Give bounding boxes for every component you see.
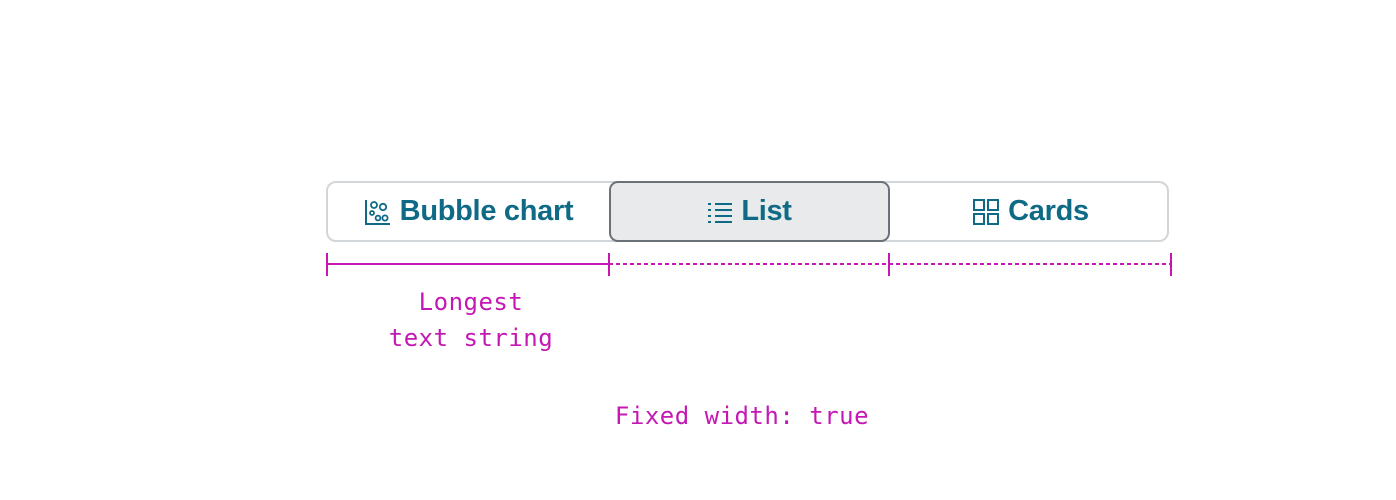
fixed-width-annotation: Fixed width: true [614, 402, 870, 430]
segment-label-bubble-chart: Bubble chart [399, 195, 574, 227]
longest-line-1: Longest [418, 288, 524, 316]
width-annotation-ruler [326, 252, 1172, 278]
cards-grid-icon [972, 198, 1000, 226]
segment-bubble-chart[interactable]: Bubble chart [328, 183, 609, 240]
segment-label-list: List [741, 195, 792, 227]
longest-line-2: text string [388, 324, 554, 352]
segment-cards[interactable]: Cards [890, 183, 1171, 240]
segment-label-cards: Cards [1008, 195, 1089, 227]
list-icon [707, 200, 733, 224]
segment-list[interactable]: List [609, 181, 890, 242]
longest-text-annotation: Longest text string [356, 284, 586, 356]
bubble-chart-icon [364, 198, 392, 226]
view-segmented-control: Bubble chart List Cards [326, 181, 1169, 242]
